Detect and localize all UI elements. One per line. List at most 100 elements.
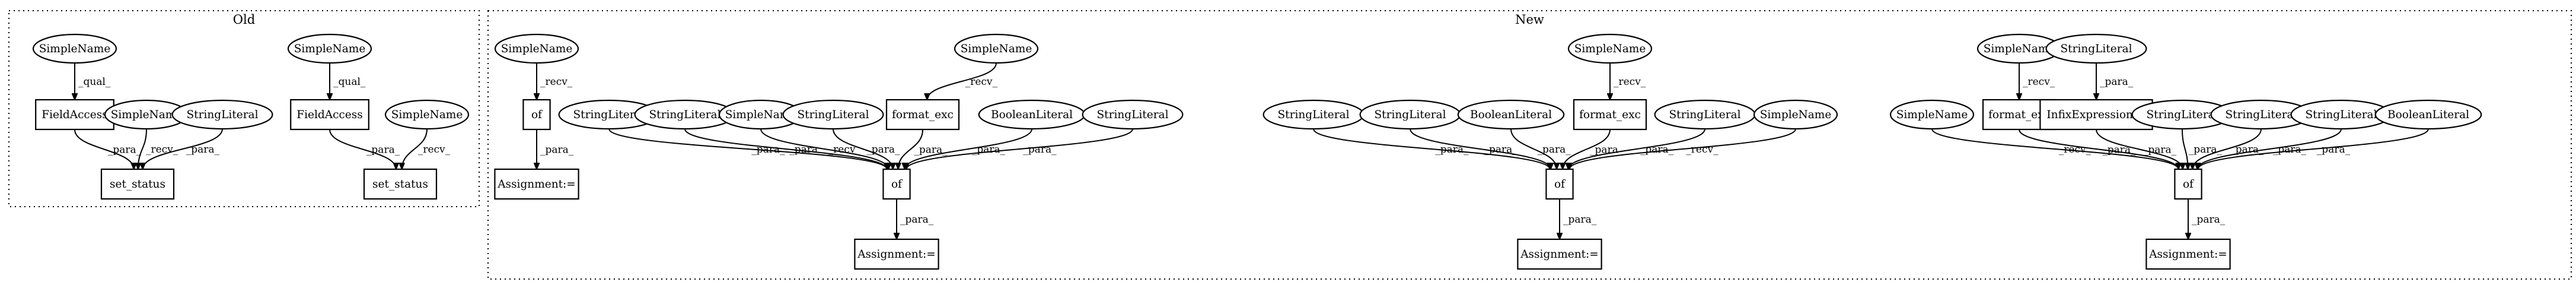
node-label: Assignment:=	[2148, 248, 2227, 261]
node-label: of	[531, 109, 543, 121]
node-o_sn1: SimpleName	[32, 33, 117, 64]
edge-label: _para_	[2273, 144, 2307, 156]
edge-line	[2019, 129, 2178, 169]
node-o_sn4: SimpleName	[384, 99, 470, 130]
edge-line	[1570, 128, 1796, 169]
node-b_asg: Assignment:=	[854, 238, 939, 270]
node-ellipse	[2374, 99, 2482, 130]
node-d_asg: Assignment:=	[2145, 238, 2231, 270]
edge-label: _para_	[2317, 144, 2351, 156]
node-b_sl3: StringLiteral	[782, 99, 884, 130]
node-ellipse	[1082, 99, 1184, 130]
node-box	[1573, 99, 1647, 131]
node-label: SimpleName	[725, 109, 797, 121]
node-ellipse	[171, 99, 273, 130]
node-c_bl: BooleanLiteral	[1457, 99, 1565, 130]
node-label: Assignment:=	[497, 178, 576, 191]
edge-o_sn2-o_ss1: _recv_	[138, 128, 178, 169]
edge-label: _recv_	[1614, 76, 1646, 88]
node-label: FieldAccess	[42, 109, 107, 121]
edge-label: _recv_	[418, 144, 451, 156]
edge-line	[2197, 128, 2342, 169]
node-label: InfixExpression:+	[2046, 109, 2145, 121]
edge-label: _para_	[1484, 144, 1517, 156]
edge-o_fa2-o_ss2: _para_	[329, 129, 400, 169]
edge-line	[905, 128, 1032, 169]
node-o_sl1: StringLiteral	[171, 99, 273, 130]
node-ellipse	[287, 33, 372, 64]
node-b_sl4: StringLiteral	[1082, 99, 1184, 130]
node-b_of: of	[882, 168, 911, 200]
node-label: SimpleName	[391, 109, 463, 121]
edge-label: _para_	[2189, 144, 2223, 156]
edge-line	[74, 129, 134, 169]
node-d_sn_top: SimpleName	[1976, 33, 2062, 64]
node-ellipse	[954, 33, 1039, 64]
node-label: BooleanLiteral	[2387, 109, 2469, 121]
cluster-label: Old	[233, 12, 255, 27]
edge-line	[898, 129, 923, 169]
edge-label: _recv_	[2023, 76, 2055, 88]
edge-o_sn1-o_fa1: _qual_	[75, 63, 111, 100]
node-label: FieldAccess	[297, 109, 362, 121]
node-ellipse	[1889, 99, 1975, 130]
edge-label: _para_	[2100, 76, 2134, 88]
node-label: SimpleName	[1896, 109, 1968, 121]
node-o_fa2: FieldAccess	[290, 99, 369, 131]
edge-label: _para_	[866, 144, 900, 156]
edge-line	[1410, 128, 1551, 169]
node-ellipse	[2045, 33, 2147, 64]
node-ellipse	[782, 99, 884, 130]
cluster-border	[8, 10, 480, 207]
node-c_sl2: StringLiteral	[1359, 99, 1461, 130]
edge-label: _recv_	[828, 144, 861, 156]
node-o_ss2: set_status	[363, 168, 438, 200]
edge-line	[1931, 128, 2178, 169]
node-box	[1517, 238, 1602, 270]
node-label: StringLiteral	[573, 109, 645, 121]
edge-line	[143, 128, 223, 169]
node-box	[2174, 168, 2202, 200]
node-label: format_exc	[1988, 109, 2050, 121]
edge-line	[1563, 129, 1611, 169]
node-box	[882, 168, 911, 200]
cluster-old: Old	[8, 10, 480, 207]
edge-line	[2182, 128, 2188, 169]
node-d_sl_top: StringLiteral	[2045, 33, 2147, 64]
node-d_sl1: StringLiteral	[2131, 99, 2233, 130]
node-label: of	[1554, 178, 1566, 191]
edge-d_sn_top-d_fe: _recv_	[2019, 63, 2055, 100]
edge-label: _para_	[540, 144, 574, 156]
edge-c_sl1-c_of: _para_	[1313, 128, 1550, 169]
edge-d_of-d_asg: _para_	[2188, 198, 2226, 239]
edge-label: _recv_	[540, 76, 573, 88]
edge-label: _qual_	[78, 76, 111, 88]
edge-label: _para_	[2230, 144, 2264, 156]
edge-c_bl-c_of: _para_	[1510, 128, 1571, 169]
edge-a_of-a_asg: _para_	[537, 129, 574, 169]
node-box	[100, 168, 175, 200]
edge-line	[2198, 128, 2429, 169]
edge-label: _para_	[1538, 144, 1571, 156]
edge-b_sl3-b_of: _para_	[833, 128, 900, 169]
edge-label: _para_	[972, 144, 1006, 156]
node-label: Assignment:=	[857, 248, 936, 261]
node-label: format_exc	[1579, 109, 1641, 121]
edge-line	[402, 128, 428, 169]
node-ellipse	[1753, 99, 1838, 130]
edge-line	[760, 128, 888, 169]
edge-b_of-b_asg: _para_	[897, 198, 934, 239]
node-label: StringLiteral	[2147, 109, 2218, 121]
node-o_sn3: SimpleName	[287, 33, 372, 64]
edge-line	[329, 129, 396, 169]
edge-label: _para_	[789, 144, 823, 156]
node-label: SimpleName	[294, 43, 366, 55]
node-c_sn_top: SimpleName	[1567, 33, 1653, 64]
node-label: StringLiteral	[1375, 109, 1446, 121]
edge-o_sn4-o_ss2: _recv_	[402, 128, 451, 169]
edges-layer: _qual__para__recv__para__qual__para__rec…	[74, 62, 2429, 239]
node-label: StringLiteral	[798, 109, 869, 121]
node-label: StringLiteral	[1278, 109, 1350, 121]
